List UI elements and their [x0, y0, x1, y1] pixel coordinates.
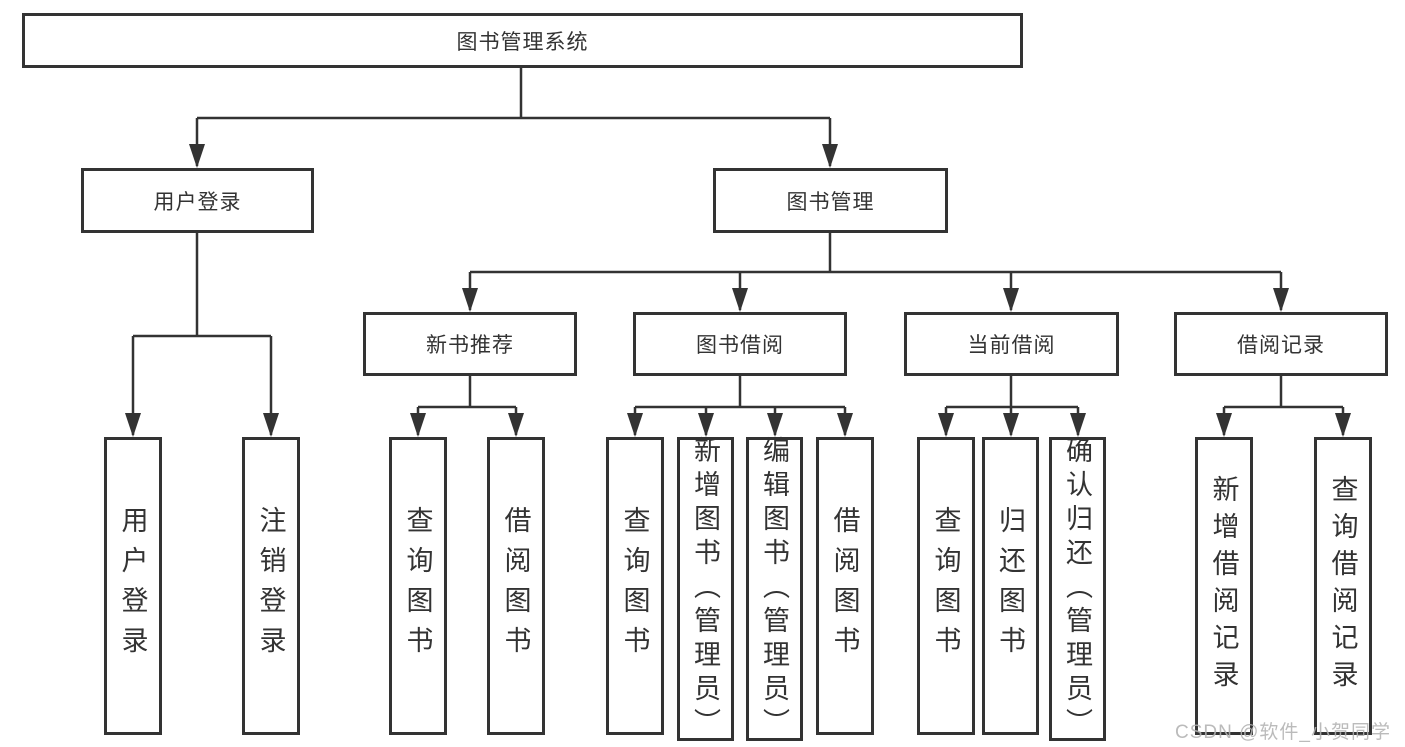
- node-current-borrowing: 当前借阅: [904, 312, 1119, 376]
- node-label: 用户登录: [153, 190, 242, 214]
- leaf-edit-book-admin: 编辑图书（管理员）: [746, 436, 803, 742]
- leaf-label: 编辑图书（管理员）: [759, 436, 789, 742]
- leaf-query-books-current: 查询图书: [917, 437, 975, 735]
- leaf-logout: 注销登录: [242, 437, 300, 735]
- csdn-watermark: CSDN @软件_小贺同学: [1175, 722, 1391, 743]
- node-borrowing-records: 借阅记录: [1174, 312, 1388, 376]
- leaf-query-borrow-record: 查询借阅记录: [1314, 437, 1372, 735]
- leaf-label: 查询图书: [930, 506, 961, 666]
- leaf-label: 借阅图书: [829, 506, 860, 666]
- leaf-label: 注销登录: [255, 506, 286, 666]
- leaf-borrow-books-recommend: 借阅图书: [487, 437, 545, 735]
- node-label: 借阅记录: [1237, 334, 1325, 357]
- node-label: 图书借阅: [696, 334, 784, 357]
- leaf-label: 用户登录: [117, 506, 148, 666]
- arrowheads: [125, 144, 1351, 437]
- leaf-label: 查询借阅记录: [1327, 475, 1358, 697]
- leaf-label: 借阅图书: [500, 506, 531, 666]
- leaf-label: 归还图书: [995, 506, 1025, 666]
- node-label: 新书推荐: [426, 334, 514, 357]
- leaf-add-borrow-record: 新增借阅记录: [1195, 437, 1253, 735]
- node-label: 图书管理系统: [456, 30, 589, 54]
- leaf-label: 新增借阅记录: [1208, 475, 1239, 697]
- leaf-add-book-admin: 新增图书（管理员）: [677, 436, 734, 742]
- node-new-book-recommend: 新书推荐: [363, 312, 577, 376]
- leaf-label: 新增图书（管理员）: [690, 436, 720, 742]
- node-book-borrowing: 图书借阅: [633, 312, 847, 376]
- node-user-login: 用户登录: [81, 168, 314, 233]
- node-label: 当前借阅: [967, 334, 1056, 357]
- node-book-management: 图书管理: [713, 168, 948, 233]
- leaf-confirm-return-admin: 确认归还（管理员）: [1049, 436, 1106, 742]
- connector-paths: [131, 68, 1345, 435]
- node-library-management-system: 图书管理系统: [22, 13, 1023, 68]
- leaf-borrow-books-borrowing: 借阅图书: [816, 437, 874, 735]
- leaf-label: 查询图书: [402, 506, 433, 666]
- leaf-query-books-borrowing: 查询图书: [606, 437, 664, 735]
- leaf-user-login: 用户登录: [104, 437, 162, 735]
- leaf-return-books: 归还图书: [982, 437, 1039, 735]
- leaf-query-books-recommend: 查询图书: [389, 437, 447, 735]
- leaf-label: 查询图书: [619, 506, 650, 666]
- node-label: 图书管理: [786, 190, 875, 214]
- leaf-label: 确认归还（管理员）: [1062, 436, 1092, 742]
